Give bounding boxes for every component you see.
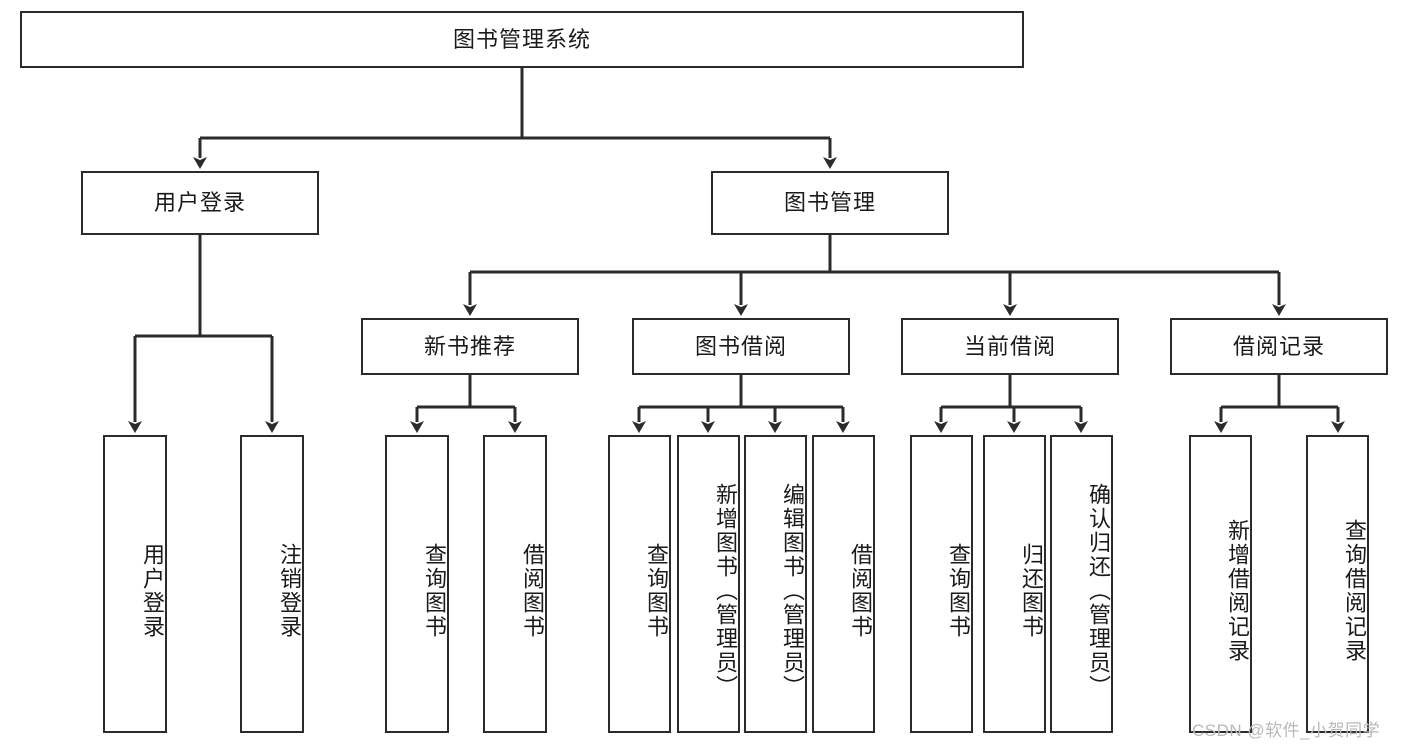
node-label: 编辑图书（管理员） bbox=[780, 483, 805, 699]
node-label: 图书借阅 bbox=[694, 333, 787, 359]
leaf-add-borrow-record[interactable]: 新增借阅记录 bbox=[1189, 435, 1252, 733]
node-label: 查询借阅记录 bbox=[1342, 519, 1367, 663]
node-label: 用户登录 bbox=[140, 543, 165, 639]
node-borrow-records[interactable]: 借阅记录 bbox=[1170, 318, 1388, 375]
node-label: 借阅图书 bbox=[520, 543, 545, 639]
node-label: 用户登录 bbox=[153, 190, 246, 216]
node-label: 注销登录 bbox=[277, 543, 302, 639]
node-label: 归还图书 bbox=[1019, 543, 1044, 639]
leaf-query-books-borrow[interactable]: 查询图书 bbox=[608, 435, 671, 733]
leaf-add-book-admin[interactable]: 新增图书（管理员） bbox=[677, 435, 740, 733]
node-label: 借阅图书 bbox=[848, 543, 873, 639]
node-label: 新增借阅记录 bbox=[1225, 519, 1250, 663]
node-book-management[interactable]: 图书管理 bbox=[711, 171, 949, 235]
node-new-book-recommend[interactable]: 新书推荐 bbox=[361, 318, 579, 375]
node-label: 借阅记录 bbox=[1232, 333, 1325, 359]
node-label: 图书管理 bbox=[783, 190, 876, 216]
leaf-confirm-return-admin[interactable]: 确认归还（管理员） bbox=[1050, 435, 1113, 733]
leaf-logout[interactable]: 注销登录 bbox=[240, 435, 304, 733]
node-current-borrow[interactable]: 当前借阅 bbox=[901, 318, 1119, 375]
node-label: 查询图书 bbox=[946, 543, 971, 639]
leaf-query-books-current[interactable]: 查询图书 bbox=[910, 435, 973, 733]
leaf-edit-book-admin[interactable]: 编辑图书（管理员） bbox=[744, 435, 807, 733]
node-user-login[interactable]: 用户登录 bbox=[81, 171, 319, 235]
node-label: 图书管理系统 bbox=[452, 26, 591, 52]
node-label: 新增图书（管理员） bbox=[713, 483, 738, 699]
node-book-borrow[interactable]: 图书借阅 bbox=[632, 318, 850, 375]
node-label: 查询图书 bbox=[644, 543, 669, 639]
leaf-return-book[interactable]: 归还图书 bbox=[983, 435, 1046, 733]
node-label: 当前借阅 bbox=[963, 333, 1056, 359]
leaf-query-borrow-record[interactable]: 查询借阅记录 bbox=[1306, 435, 1369, 733]
node-label: 新书推荐 bbox=[423, 333, 516, 359]
node-label: 查询图书 bbox=[422, 543, 447, 639]
csdn-watermark: CSDN @软件_小贺同学 bbox=[1192, 721, 1381, 740]
leaf-user-login[interactable]: 用户登录 bbox=[103, 435, 167, 733]
leaf-borrow-books-recommend[interactable]: 借阅图书 bbox=[483, 435, 547, 733]
node-root-system[interactable]: 图书管理系统 bbox=[20, 11, 1024, 68]
leaf-borrow-book[interactable]: 借阅图书 bbox=[812, 435, 875, 733]
leaf-query-books-recommend[interactable]: 查询图书 bbox=[385, 435, 449, 733]
node-label: 确认归还（管理员） bbox=[1086, 483, 1111, 699]
